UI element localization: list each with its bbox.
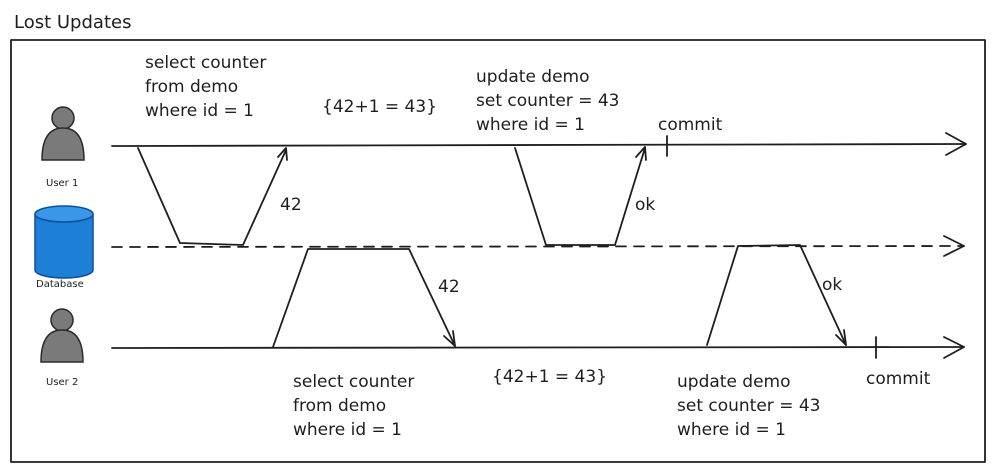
user2-select-roundtrip <box>272 248 456 348</box>
user1-select-roundtrip <box>137 147 288 246</box>
diagram-title: Lost Updates <box>14 12 131 33</box>
svg-text:where id = 1: where id = 1 <box>293 420 402 440</box>
user2-select-query: select counter from demo where id = 1 <box>293 372 414 440</box>
svg-text:select counter: select counter <box>293 372 414 392</box>
svg-text:update demo: update demo <box>476 67 590 87</box>
database-icon <box>34 205 94 279</box>
user1-icon <box>41 106 85 161</box>
svg-text:from demo: from demo <box>145 77 238 97</box>
user2-commit: commit <box>866 369 931 389</box>
user2-timeline <box>111 336 965 359</box>
user1-timeline <box>111 132 967 156</box>
user1-select-query: select counter from demo where id = 1 <box>145 53 266 121</box>
svg-text:set counter = 43: set counter = 43 <box>476 91 619 111</box>
svg-text:from demo: from demo <box>293 396 386 416</box>
user1-update-roundtrip <box>514 146 647 246</box>
svg-text:select counter: select counter <box>145 53 266 73</box>
user1-computation: {42+1 = 43} <box>322 97 437 117</box>
svg-text:update demo: update demo <box>677 372 791 392</box>
diagram-frame <box>10 39 986 463</box>
user2-label: User 2 <box>46 377 78 388</box>
svg-text:set counter = 43: set counter = 43 <box>677 396 820 416</box>
database-timeline <box>111 235 965 257</box>
database-label: Database <box>36 279 84 290</box>
user2-computation: {42+1 = 43} <box>492 367 607 387</box>
user1-update-ack: ok <box>635 195 655 215</box>
user1-commit: commit <box>658 115 723 135</box>
user2-read-result: 42 <box>438 277 460 297</box>
user2-icon <box>40 308 84 363</box>
user1-read-result: 42 <box>280 195 302 215</box>
user1-label: User 1 <box>46 178 78 189</box>
svg-text:where id = 1: where id = 1 <box>677 420 786 440</box>
user2-update-query: update demo set counter = 43 where id = … <box>677 372 820 440</box>
user2-update-roundtrip <box>706 244 847 346</box>
user2-update-ack: ok <box>822 275 842 295</box>
user1-update-query: update demo set counter = 43 where id = … <box>476 67 619 135</box>
svg-text:where id = 1: where id = 1 <box>145 101 254 121</box>
svg-text:where id = 1: where id = 1 <box>476 115 585 135</box>
